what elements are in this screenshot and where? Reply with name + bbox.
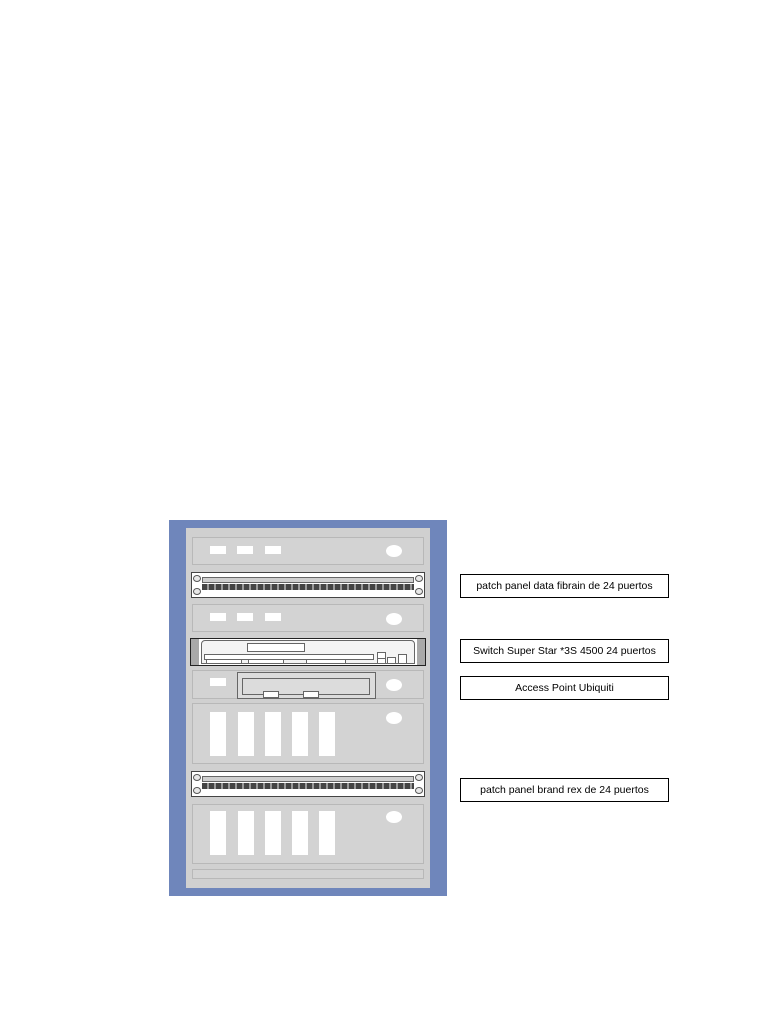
server-rack xyxy=(169,520,447,896)
screw-icon xyxy=(415,588,423,595)
unit-knob xyxy=(386,811,402,823)
switch-body xyxy=(201,640,415,664)
screw-icon xyxy=(415,787,423,794)
drive-bay xyxy=(210,712,226,756)
access-point-body xyxy=(237,672,376,699)
rack-unit-1 xyxy=(192,537,424,565)
switch-display xyxy=(247,643,305,652)
drive-bay xyxy=(265,712,281,756)
switch-led xyxy=(387,657,396,664)
label-switch: Switch Super Star *3S 4500 24 puertos xyxy=(460,639,669,663)
drive-bay xyxy=(292,811,308,855)
rack-right-rail xyxy=(430,528,438,888)
unit-knob xyxy=(386,613,402,625)
screw-icon xyxy=(415,774,423,781)
unit-slot xyxy=(237,613,253,621)
rack-unit-3 xyxy=(192,604,424,632)
unit-knob xyxy=(386,545,402,557)
drive-bay xyxy=(265,811,281,855)
rack-bottom-strip xyxy=(192,869,424,879)
switch-led xyxy=(377,658,386,664)
drive-bay xyxy=(238,712,254,756)
patch-rail xyxy=(202,577,414,583)
screw-icon xyxy=(193,588,201,595)
screw-icon xyxy=(193,787,201,794)
patch-rail xyxy=(202,776,414,782)
unit-slot xyxy=(265,546,281,554)
screw-icon xyxy=(193,774,201,781)
server-unit-1 xyxy=(192,703,424,764)
label-access-point: Access Point Ubiquiti xyxy=(460,676,669,700)
drive-bay xyxy=(292,712,308,756)
drive-bay xyxy=(319,712,335,756)
switch-ear xyxy=(191,639,199,665)
switch-power-button xyxy=(398,654,407,664)
access-point-unit xyxy=(192,670,424,699)
drive-bay xyxy=(210,811,226,855)
unit-slot xyxy=(210,613,226,621)
unit-slot xyxy=(265,613,281,621)
screw-icon xyxy=(193,575,201,582)
label-patch-panel-top: patch panel data fibrain de 24 puertos xyxy=(460,574,669,598)
label-patch-panel-bottom: patch panel brand rex de 24 puertos xyxy=(460,778,669,802)
switch-port-row xyxy=(248,659,284,664)
unit-knob xyxy=(386,712,402,724)
patch-panel-top xyxy=(191,572,425,598)
access-point-port xyxy=(303,691,319,698)
unit-slot xyxy=(210,546,226,554)
switch-ear xyxy=(417,639,425,665)
patch-ports xyxy=(202,783,414,789)
server-unit-2 xyxy=(192,804,424,864)
switch-device xyxy=(190,638,426,666)
patch-panel-bottom xyxy=(191,771,425,797)
screw-icon xyxy=(415,575,423,582)
unit-slot xyxy=(210,678,226,686)
patch-ports xyxy=(202,584,414,590)
switch-port-row xyxy=(306,659,346,664)
rack-left-rail xyxy=(178,528,186,888)
drive-bay xyxy=(238,811,254,855)
switch-port-row xyxy=(204,654,374,660)
unit-knob xyxy=(386,679,402,691)
switch-port-row xyxy=(206,659,242,664)
unit-slot xyxy=(237,546,253,554)
access-point-port xyxy=(263,691,279,698)
drive-bay xyxy=(319,811,335,855)
